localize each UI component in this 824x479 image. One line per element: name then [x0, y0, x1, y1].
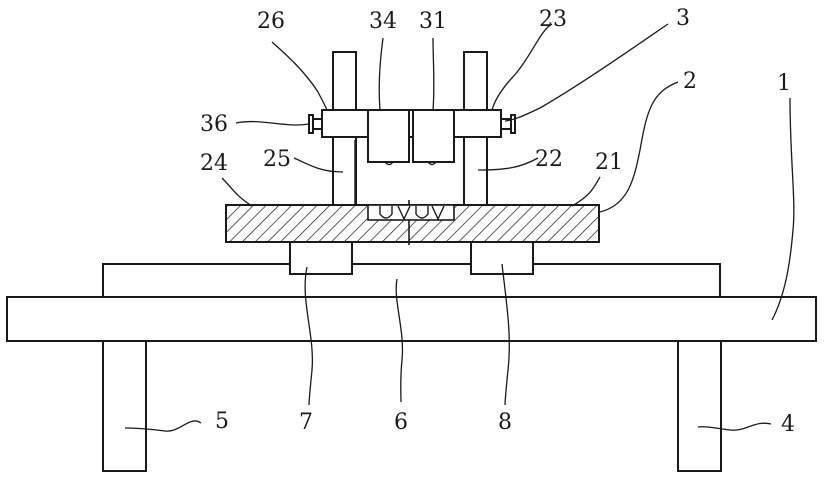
label-5: 5	[215, 409, 229, 434]
base-plate	[103, 264, 720, 297]
clamp-bar	[322, 110, 501, 137]
screw-right-head	[511, 115, 515, 133]
block-left	[290, 240, 352, 274]
label-21: 21	[595, 150, 623, 175]
label-3: 3	[676, 6, 690, 31]
label-4: 4	[781, 412, 795, 437]
label-23: 23	[539, 7, 567, 32]
leg-left	[103, 341, 146, 471]
leader-23	[492, 24, 552, 110]
table-top	[7, 297, 816, 341]
label-31: 31	[419, 9, 447, 34]
label-24: 24	[200, 151, 228, 176]
leader-36	[236, 122, 309, 125]
label-2: 2	[683, 69, 697, 94]
jaw-left	[368, 110, 409, 162]
leader-24	[222, 178, 252, 206]
leader-1	[772, 98, 794, 320]
leg-right	[678, 341, 721, 471]
leader-34	[379, 38, 383, 110]
label-26: 26	[257, 9, 285, 34]
leader-26	[272, 42, 327, 110]
leader-21	[572, 177, 600, 206]
label-25: 25	[263, 147, 291, 172]
label-7: 7	[299, 410, 313, 435]
leader-2	[600, 82, 678, 212]
leader-31	[433, 38, 434, 110]
label-6: 6	[394, 410, 408, 435]
jaw-right	[413, 110, 454, 162]
label-34: 34	[369, 9, 397, 34]
label-8: 8	[498, 410, 512, 435]
leader-3	[505, 24, 668, 121]
label-22: 22	[535, 147, 563, 172]
screw-left-head	[309, 115, 313, 133]
label-36: 36	[200, 112, 228, 137]
label-1: 1	[777, 71, 791, 96]
